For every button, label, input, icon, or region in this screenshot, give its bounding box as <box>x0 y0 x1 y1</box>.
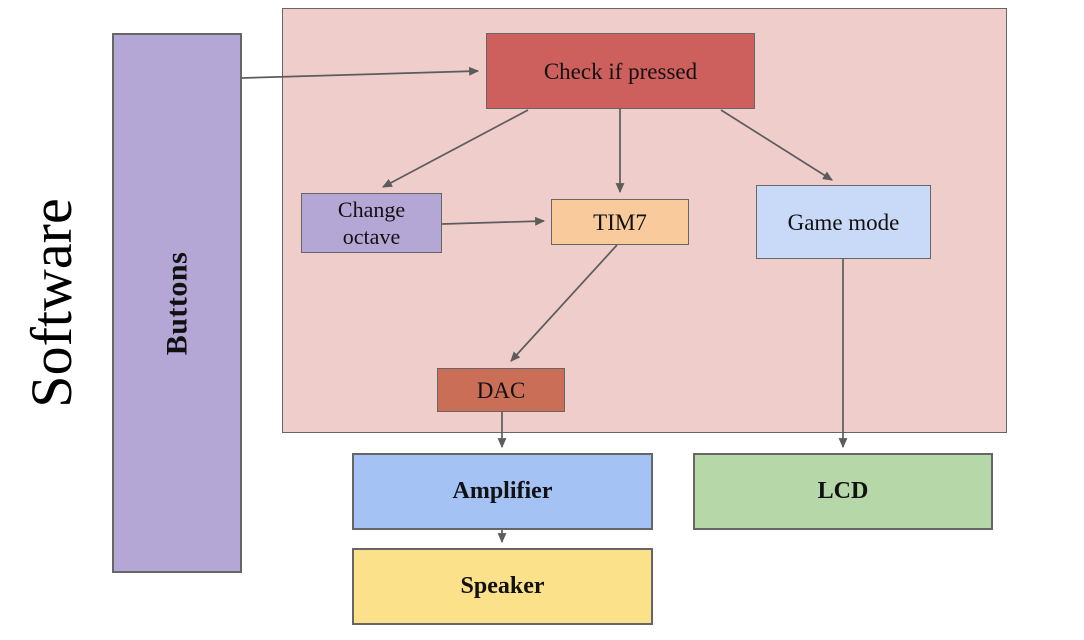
node-amplifier-label: Amplifier <box>452 478 553 504</box>
node-game-mode: Game mode <box>756 185 931 259</box>
node-lcd-label: LCD <box>817 478 869 504</box>
node-tim7: TIM7 <box>551 199 689 245</box>
node-speaker: Speaker <box>352 548 653 625</box>
node-check-if-pressed-label: Check if pressed <box>543 58 698 84</box>
node-dac-label: DAC <box>476 377 526 403</box>
node-change-octave-label: Change octave <box>337 197 406 249</box>
node-game-mode-label: Game mode <box>787 209 900 235</box>
node-buttons-label: Buttons <box>160 251 194 355</box>
node-dac: DAC <box>437 368 565 412</box>
node-check-if-pressed: Check if pressed <box>486 33 755 109</box>
node-change-octave: Change octave <box>301 193 442 253</box>
node-tim7-label: TIM7 <box>593 209 647 235</box>
node-buttons: Buttons <box>112 33 242 573</box>
node-lcd: LCD <box>693 453 993 530</box>
node-speaker-label: Speaker <box>460 573 545 599</box>
node-amplifier: Amplifier <box>352 453 653 530</box>
software-section-label: Software <box>19 198 84 408</box>
